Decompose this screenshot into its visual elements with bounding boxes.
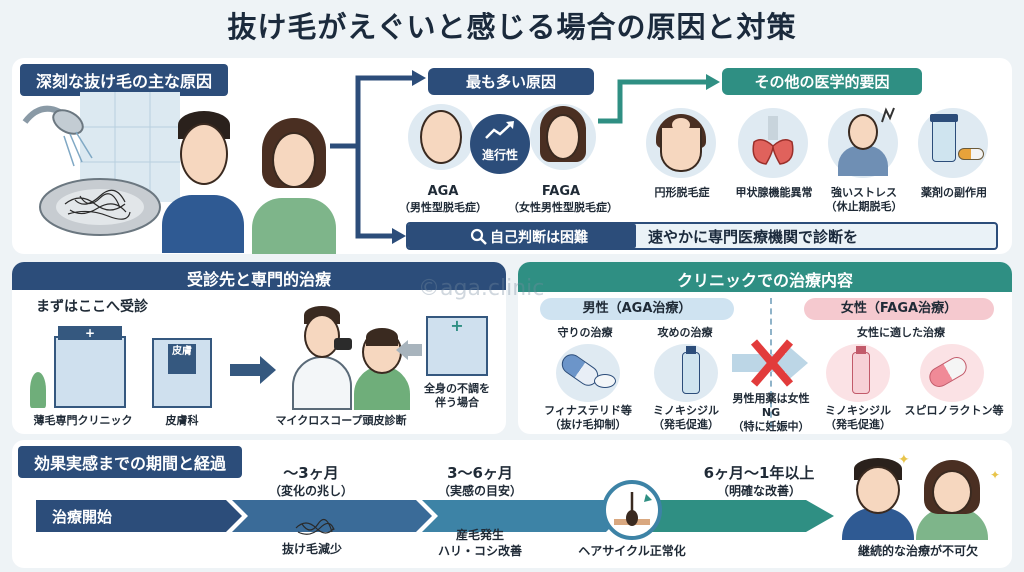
clinic1-label: 薄毛専門クリニック: [33, 414, 133, 427]
other-item-label: 甲状腺機能異常: [735, 186, 813, 199]
first-visit-label: まずはここへ受診: [36, 299, 148, 315]
timeline-end: 継続的な治療が不可欠: [857, 544, 978, 558]
general-label: 全身の不調を伴う場合: [424, 382, 490, 409]
minoxidil-female-label: ミノキシジル: [825, 404, 891, 417]
trend-up-icon: [485, 121, 514, 139]
female-treatment-tag: 女性（FAGA治療）: [804, 298, 994, 320]
man-illustration: [158, 105, 248, 253]
other-item-sub: （休止期脱毛）: [825, 200, 903, 213]
hair-cycle-icon: [602, 480, 662, 540]
right-arrow-icon: [230, 356, 276, 384]
finasteride-label: フィナステリド等: [544, 404, 632, 417]
other-item-label: 薬剤の副作用: [921, 186, 987, 199]
clinic-building-icon: [54, 336, 126, 408]
other-item-label: 円形脱毛症: [654, 186, 710, 199]
happy-woman-illustration: [914, 460, 990, 540]
doctor-illustration: [286, 302, 358, 410]
patient-illustration: [352, 326, 412, 410]
prohibition-cross-icon: [732, 339, 808, 387]
phase3-sub: （明確な改善）: [716, 484, 801, 498]
self-diagnosis-tag: [408, 224, 636, 248]
aga-label: AGA: [427, 184, 459, 199]
ng-sub: （特に妊娠中）: [732, 420, 810, 433]
clinic2-label: 皮膚科: [165, 414, 199, 427]
clinic-heading-bar: [12, 262, 506, 290]
treatment-heading-bar: [518, 262, 1012, 292]
stress-mark-icon: [881, 107, 895, 123]
happy-man-illustration: [840, 456, 916, 540]
other-item-label: 強いストレス: [831, 186, 897, 199]
phase1-period: 〜3ヶ月: [283, 464, 339, 482]
timeline-start: 治療開始: [52, 508, 113, 526]
clinic-heading: 受診先と専門的治療: [186, 270, 331, 289]
faga-sub: （女性男性型脱毛症）: [508, 201, 618, 214]
watermark: ©aga.clinic: [418, 276, 545, 301]
minoxidil-male-sub: （発毛促進）: [653, 418, 719, 431]
spironolactone-label: スピロノラクトン等: [904, 404, 1004, 417]
finasteride-sub: （抜け毛抑制）: [549, 418, 627, 431]
minoxidil-female-sub: （発毛促進）: [825, 418, 891, 431]
branch-arrows: [330, 70, 426, 244]
phase2-period: 3〜6ヶ月: [447, 464, 513, 482]
aga-sub: （男性型脱毛症）: [399, 201, 487, 214]
microscope-icon: [334, 338, 352, 350]
main-cause-heading: 最も多い原因: [428, 68, 594, 95]
ng-label: 男性用薬は女性NG: [732, 392, 810, 419]
phase1-sub: （変化の兆し）: [268, 484, 353, 498]
scope-label: マイクロスコープ頭皮診断: [275, 414, 407, 427]
left-arrow-icon: [396, 340, 422, 360]
other-factors-heading: その他の医学的要因: [722, 68, 922, 95]
self-diagnosis-message: 速やかに専門医療機関で診断を: [648, 228, 859, 246]
progressive-badge: 進行性: [470, 114, 530, 174]
phase2-note1: 産毛発生: [455, 528, 504, 542]
male-treatment-tag: 男性（AGA治療）: [540, 298, 734, 320]
minoxidil-male-label: ミノキシジル: [653, 404, 719, 417]
phase3-period: 6ヶ月〜1年以上: [703, 464, 815, 482]
phase2-sub: （実感の目安）: [437, 484, 522, 498]
other-factor-arrow: [598, 74, 720, 124]
causes-heading: 深刻な抜け毛の主な原因: [20, 64, 229, 96]
page-title: 抜け毛がえぐいと感じる場合の原因と対策: [227, 10, 797, 44]
faga-label: FAGA: [541, 184, 581, 199]
woman-illustration: [248, 118, 340, 254]
hospital-building-icon: [426, 316, 488, 376]
phase3-note: ヘアサイクル正常化: [578, 544, 686, 558]
attack-label: 攻めの治療: [657, 326, 713, 339]
timeline-track: [36, 500, 834, 532]
timeline-heading: 効果実感までの期間と経過: [18, 446, 243, 478]
shower-drain-icon: [22, 92, 180, 236]
fallen-hair-icon: [295, 518, 335, 535]
search-icon: [470, 228, 487, 245]
sparkle-icon: ✦: [990, 468, 1001, 482]
treatment-heading: クリニックでの治療内容: [676, 271, 853, 290]
phase2-note2: ハリ・コシ改善: [437, 544, 522, 558]
self-diagnosis-label: 自己判断は困難: [490, 230, 588, 246]
female-suit-label: 女性に適した治療: [857, 326, 945, 339]
dermatology-sign: 皮膚: [172, 346, 192, 357]
sparkle-icon: ✦: [898, 452, 910, 468]
defense-label: 守りの治療: [557, 326, 613, 339]
phase1-note: 抜け毛減少: [281, 542, 342, 556]
